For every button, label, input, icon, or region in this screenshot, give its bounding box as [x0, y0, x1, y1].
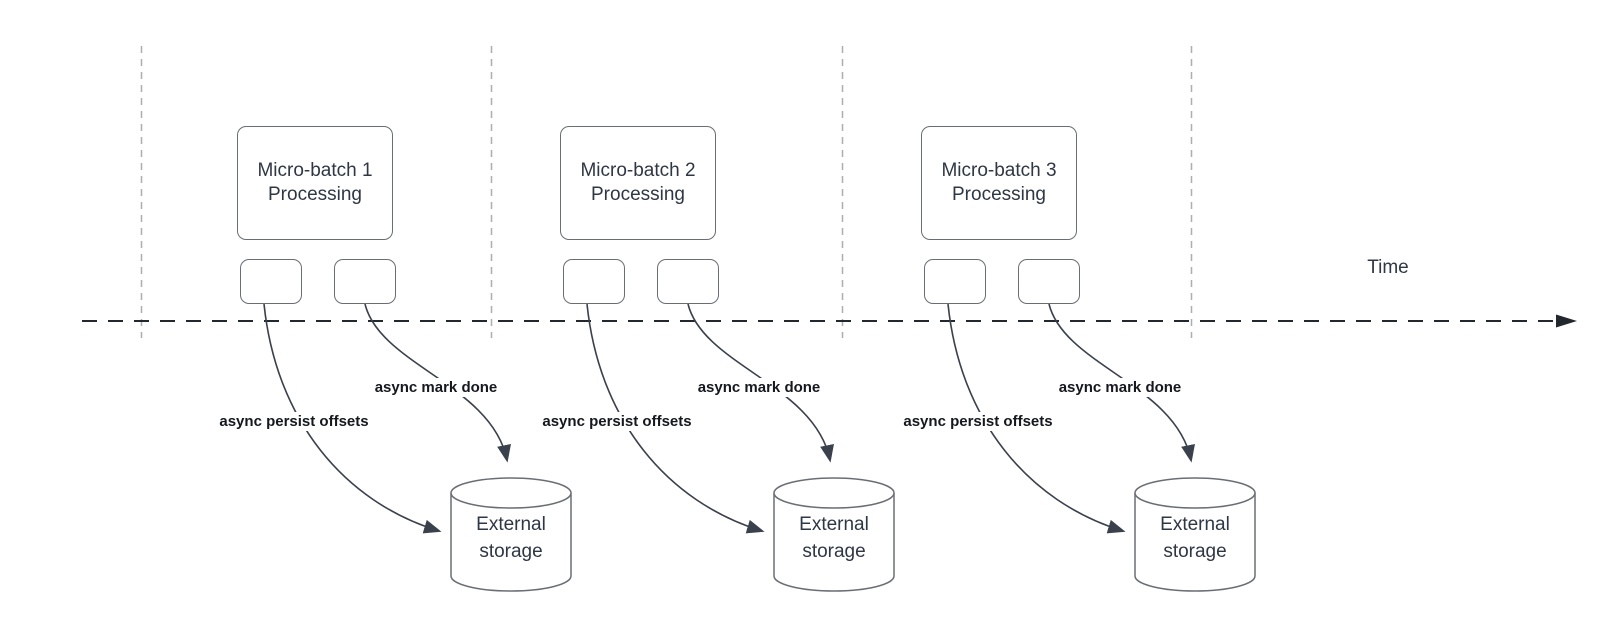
storage-cylinder-body — [1134, 493, 1256, 592]
micro-batch-group-2: Micro-batch 2 Processing async persist o… — [528, 0, 1040, 642]
persist-offsets-arrow-label: async persist offsets — [528, 412, 706, 431]
external-storage-label-line2: storage — [802, 541, 866, 562]
external-storage-label: External storage — [1125, 511, 1265, 565]
time-axis-label: Time — [1367, 257, 1409, 278]
group-3-lines — [947, 303, 1256, 592]
micro-batch-box-label-line1: Micro-batch 2 — [580, 160, 696, 181]
micro-batch-box-label-line2: Processing — [591, 184, 685, 205]
storage-cylinder-top — [773, 477, 895, 509]
micro-batch-box-label-line2: Processing — [268, 184, 362, 205]
external-storage-label-line2: storage — [1163, 541, 1227, 562]
mark-done-arrow — [1048, 303, 1195, 463]
mark-done-arrow-label: async mark done — [688, 378, 830, 397]
storage-cylinder-body — [450, 493, 572, 592]
timeline-arrowhead-icon — [1556, 314, 1577, 328]
external-storage-label-line2: storage — [479, 541, 543, 562]
group-1-lines — [263, 303, 572, 592]
group-2-lines — [586, 303, 895, 592]
mark-done-arrow-label: async mark done — [365, 378, 507, 397]
micro-batch-1-processing-box: Micro-batch 1 Processing — [237, 126, 393, 240]
mark-done-arrow — [687, 303, 834, 463]
mark-done-task-box — [334, 259, 396, 304]
micro-batch-group-1: Micro-batch 1 Processing async persist o… — [205, 0, 717, 642]
external-storage-label-line1: External — [799, 514, 869, 535]
persist-offsets-arrow — [263, 303, 442, 534]
storage-cylinder-body — [773, 493, 895, 592]
micro-batch-group-3: Micro-batch 3 Processing async persist o… — [889, 0, 1401, 642]
mark-done-task-box — [657, 259, 719, 304]
external-storage-label-line1: External — [1160, 514, 1230, 535]
storage-cylinder-top — [450, 477, 572, 509]
micro-batch-box-label-line2: Processing — [952, 184, 1046, 205]
offset-task-box — [563, 259, 625, 304]
micro-batch-2-processing-box: Micro-batch 2 Processing — [560, 126, 716, 240]
micro-batch-box-label-line1: Micro-batch 3 — [941, 160, 1057, 181]
persist-offsets-arrow — [586, 303, 765, 534]
external-storage-label: External storage — [764, 511, 904, 565]
external-storage-label-line1: External — [476, 514, 546, 535]
micro-batch-box-label-line1: Micro-batch 1 — [257, 160, 373, 181]
micro-batch-3-processing-box: Micro-batch 3 Processing — [921, 126, 1077, 240]
mark-done-arrow — [364, 303, 511, 463]
offset-task-box — [240, 259, 302, 304]
storage-cylinder-top — [1134, 477, 1256, 509]
persist-offsets-arrow-label: async persist offsets — [889, 412, 1067, 431]
mark-done-task-box — [1018, 259, 1080, 304]
external-storage-label: External storage — [441, 511, 581, 565]
offset-task-box — [924, 259, 986, 304]
persist-offsets-arrow-label: async persist offsets — [205, 412, 383, 431]
persist-offsets-arrow — [947, 303, 1126, 534]
mark-done-arrow-label: async mark done — [1049, 378, 1191, 397]
